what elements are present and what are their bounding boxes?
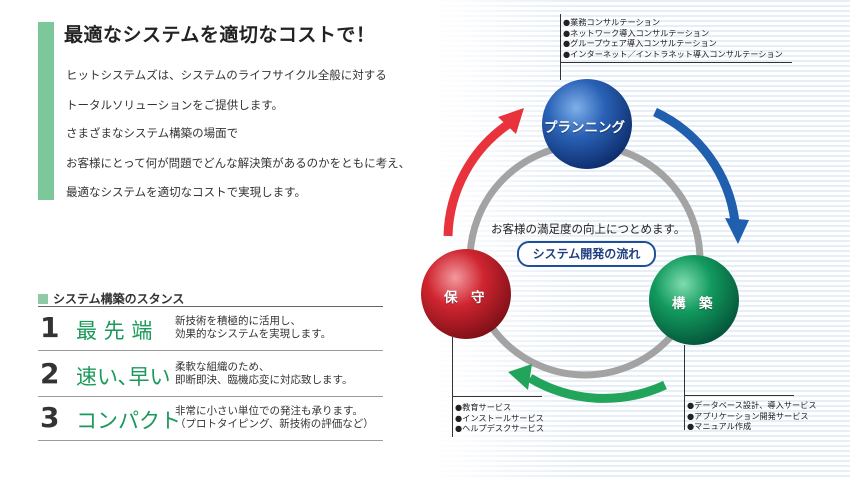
list-item: ●教育サービス (455, 402, 512, 412)
intro-line-3: さまざまなシステム構築の場面で (66, 126, 239, 140)
green-arrow (527, 374, 667, 403)
list-item: ●ネットワーク導入コンサルテーション (563, 27, 710, 38)
planning-connector (560, 14, 561, 80)
maintenance-rule (452, 396, 542, 397)
planning-service-list: ●業務コンサルテーション ●ネットワーク導入コンサルテーション ●グループウェア… (563, 17, 783, 59)
center-message: お客様の満足度の向上につとめます。 (491, 222, 686, 236)
stance-title: システム構築のスタンス (38, 290, 184, 307)
build-rule (684, 395, 794, 396)
stance-desc-line: 効果的なシステムを実現します。 (175, 328, 332, 340)
stance-description: 非常に小さい単位での発注も承ります。 （プロトタイピング、新技術の評価など） (175, 405, 374, 431)
intro-line-5: 最適なシステムを適切なコストで実現します。 (66, 185, 307, 199)
build-sphere (649, 255, 739, 345)
intro-line-1: ヒットシステムズは、システムのライフサイクル全般に対する (66, 68, 387, 82)
red-arrow (443, 119, 513, 237)
planning-underline (560, 62, 792, 63)
maintenance-sphere (421, 249, 511, 339)
list-item: ●データベース設計、導入サービス (687, 400, 817, 410)
stance-number: 1 (40, 311, 60, 344)
planning-label: プランニング (544, 120, 625, 136)
stance-item-3: 3 コンパクト 非常に小さい単位での発注も承ります。 （プロトタイピング、新技術… (40, 401, 390, 441)
maintenance-service-list: ●教育サービス ●インストールサービス ●ヘルプデスクサービス (455, 402, 544, 434)
square-bullet-icon (38, 293, 48, 304)
stance-keyword: 速い､早い (76, 365, 171, 389)
page-headline: 最適なシステムを適切なコストで！ (64, 24, 376, 46)
list-item: ●グループウェア導入コンサルテーション (563, 38, 717, 48)
stance-number: 3 (40, 401, 60, 434)
list-item: ●アプリケーション開発サービス (687, 410, 809, 421)
blue-arrow (653, 107, 740, 223)
intro-accent-bar (38, 22, 54, 200)
stance-desc-line: 非常に小さい単位での発注も承ります。 (175, 405, 363, 417)
maintenance-label: 保 守 (444, 290, 485, 306)
stance-item-1: 1 最 先 端 新技術を積極的に活用し、 効果的なシステムを実現します。 (40, 311, 390, 351)
stance-desc-line: 即断即決、臨機応変に対応致します。 (175, 374, 353, 386)
stance-keyword: 最 先 端 (76, 319, 153, 343)
row-divider (38, 396, 383, 397)
stance-desc-line: 柔軟な組織のため、 (175, 361, 270, 373)
striped-background (430, 0, 850, 480)
row-divider (38, 440, 383, 441)
intro-line-4: お客様にとって何が問題でどんな解決策があるのかをともに考え、 (66, 156, 411, 170)
build-service-list: ●データベース設計、導入サービス ●アプリケーション開発サービス ●マニュアル作… (687, 400, 817, 432)
row-divider (38, 350, 383, 351)
stance-desc-line: 新技術を積極的に活用し、 (175, 315, 301, 327)
list-item: ●インストールサービス (455, 412, 544, 423)
list-item: ●ヘルプデスクサービス (455, 423, 545, 433)
stance-description: 柔軟な組織のため、 即断即決、臨機応変に対応致します。 (175, 361, 352, 387)
intro-line-2: トータルソリューションをご提供します。 (66, 98, 284, 112)
stance-number: 2 (40, 357, 60, 390)
list-item: ●インターネット／イントラネット導入コンサルテーション (563, 48, 783, 59)
stance-keyword: コンパクト (76, 409, 181, 433)
stance-desc-line: （プロトタイピング、新技術の評価など） (175, 418, 374, 430)
red-arrowhead (498, 108, 524, 134)
green-arrowhead (508, 364, 532, 390)
flow-label-badge: システム開発の流れ (517, 241, 656, 267)
stance-title-text: システム構築のスタンス (53, 292, 185, 306)
build-label: 構 築 (672, 296, 713, 312)
stance-description: 新技術を積極的に活用し、 効果的なシステムを実現します。 (175, 315, 331, 341)
planning-sphere (542, 79, 632, 169)
list-item: ●マニュアル作成 (687, 421, 752, 431)
maintenance-connector (452, 337, 453, 437)
stance-divider (38, 306, 383, 307)
list-item: ●業務コンサルテーション (563, 17, 661, 27)
build-connector (684, 345, 685, 430)
blue-arrowhead (725, 218, 749, 244)
stance-item-2: 2 速い､早い 柔軟な組織のため、 即断即決、臨機応変に対応致します。 (40, 357, 390, 397)
